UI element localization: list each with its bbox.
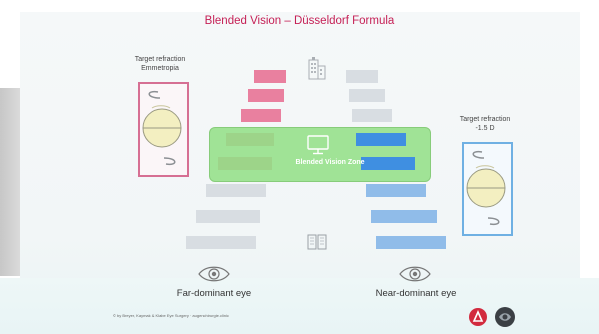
- right-target-line2: -1.5 D: [475, 125, 495, 132]
- left-bar-7: [196, 210, 260, 223]
- right-bar-2: [349, 89, 385, 102]
- right-bar-3: [352, 109, 392, 122]
- dark-clinic-logo: [495, 307, 515, 327]
- right-target-line1: Target refraction: [459, 116, 511, 123]
- left-bar-2: [248, 89, 284, 102]
- far-eye-icon: [198, 266, 230, 282]
- footer-credit: © by Breyer, Kaymak & Klabe Eye Surgery …: [113, 313, 229, 318]
- right-bar-7: [371, 210, 437, 223]
- right-iol-lens-icon: [466, 150, 506, 226]
- right-bar-6: [366, 184, 426, 197]
- slide-title: Blended Vision – Düsseldorf Formula: [204, 15, 395, 27]
- left-bar-8: [186, 236, 256, 249]
- left-bar-1: [254, 70, 286, 83]
- near-eye-icon: [399, 266, 431, 282]
- far-eye-label: Far-dominant eye: [176, 288, 252, 299]
- left-bar-3: [241, 109, 281, 122]
- left-iol-lens-icon: [142, 90, 182, 166]
- right-bar-1: [346, 70, 378, 83]
- right-bar-8: [376, 236, 446, 249]
- right-bar-4: [356, 133, 406, 146]
- red-clinic-logo: [469, 308, 487, 326]
- left-target-line2: Emmetropia: [141, 65, 179, 72]
- book-icon: [307, 234, 327, 250]
- left-target-line1: Target refraction: [134, 56, 186, 63]
- monitor-icon: [307, 135, 329, 155]
- left-bar-6: [206, 184, 266, 197]
- near-eye-label: Near-dominant eye: [375, 288, 457, 299]
- building-icon: [308, 57, 326, 80]
- right-bar-5: [361, 157, 415, 170]
- zone-label: Blended Vision Zone: [295, 159, 365, 166]
